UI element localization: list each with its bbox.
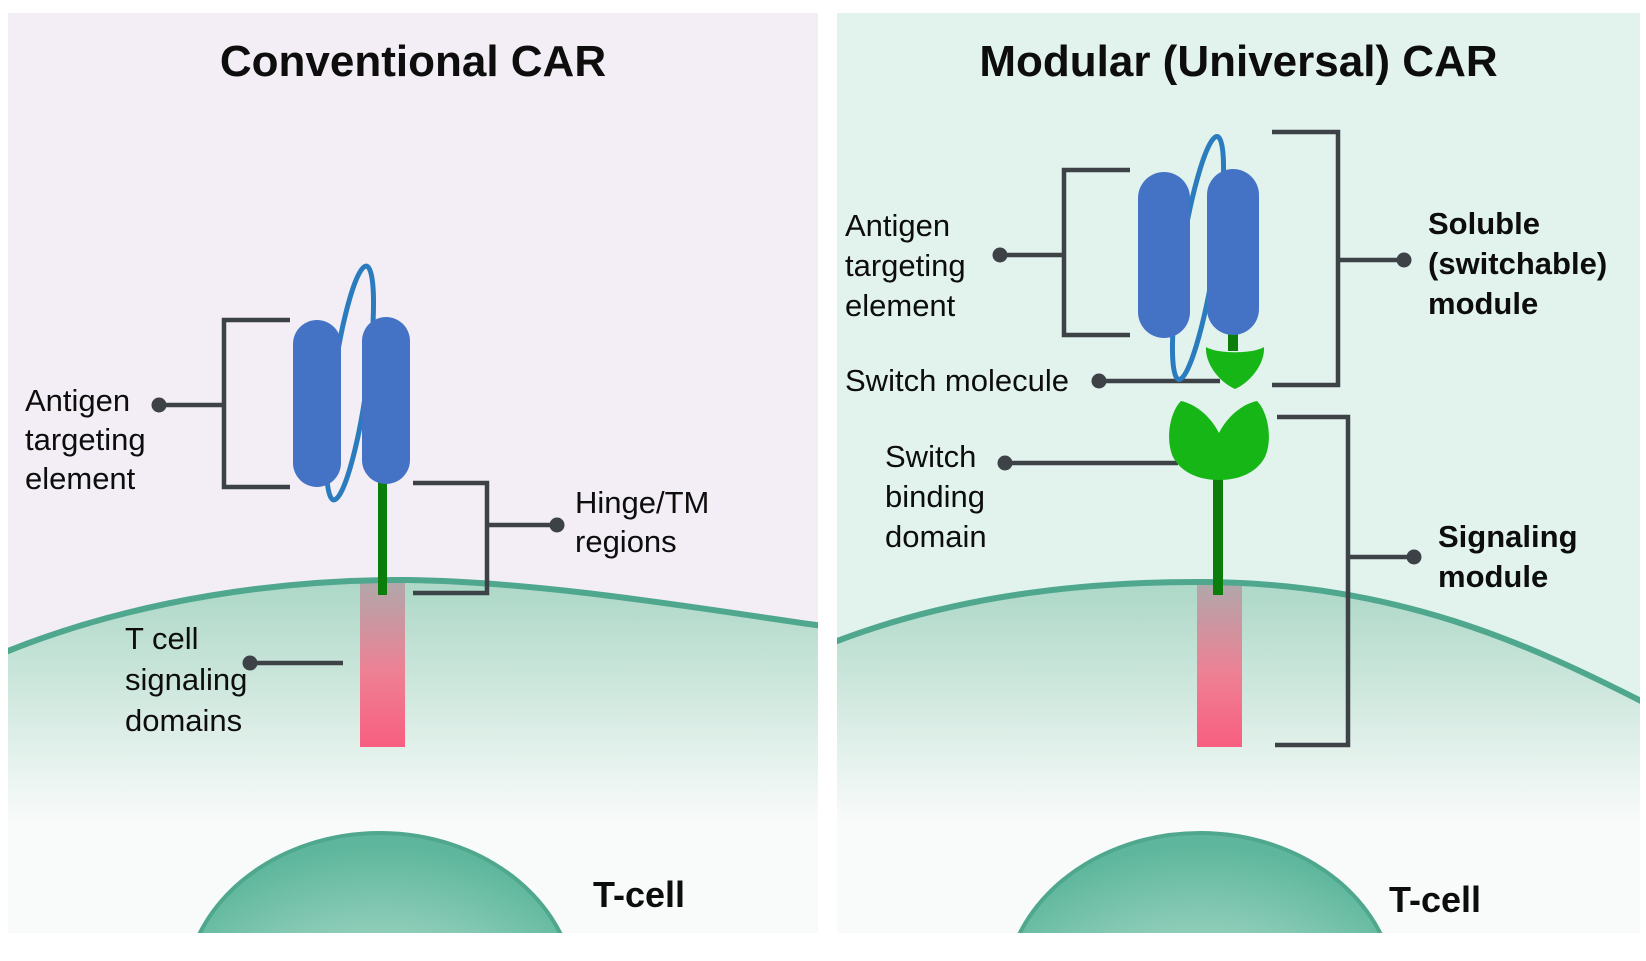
- switch-stub: [1228, 331, 1238, 351]
- signaling-module-label: Signaling module: [1438, 519, 1578, 594]
- modular-car-panel: Modular (Universal) CAR Antigen targetin…: [837, 13, 1640, 933]
- switch-molecule-leader: [1091, 373, 1220, 389]
- modular-car-diagram: [837, 13, 1640, 933]
- t-cell-label-right: T-cell: [1388, 879, 1482, 920]
- antigen-domain-left: [1138, 172, 1190, 338]
- right-panel-title: Modular (Universal) CAR: [979, 37, 1498, 86]
- leader-dot: [549, 517, 565, 533]
- leader-dot: [997, 455, 1013, 471]
- antigen-targeting-label: Antigen targeting element: [25, 383, 146, 496]
- t-cell-signaling-leader: [242, 655, 343, 671]
- antigen-targeting-bracket: [151, 317, 290, 490]
- t-cell-signaling-label: T cell signaling domains: [125, 621, 248, 738]
- hinge-tm-label: Hinge/TM regions: [575, 485, 710, 559]
- conventional-car-panel: Conventional CAR Antigen targeting eleme…: [8, 13, 818, 933]
- leader-dot: [1396, 252, 1412, 268]
- antigen-domain-left: [293, 320, 341, 487]
- switch-binding-label: Switch binding domain: [885, 439, 987, 554]
- t-cell-label-left: T-cell: [592, 874, 686, 915]
- hinge-tm-bracket: [413, 480, 565, 596]
- antigen-targeting-label: Antigen targeting element: [845, 208, 966, 323]
- signaling-stem: [1213, 473, 1223, 595]
- cell-membrane-line: [837, 578, 1640, 704]
- switch-binding-cup: [1169, 401, 1269, 480]
- signaling-domain-bar: [1197, 585, 1242, 747]
- signaling-module-bracket: [1275, 414, 1422, 748]
- antigen-domain-right: [1207, 169, 1259, 335]
- antigen-targeting-bracket: [992, 167, 1130, 338]
- left-panel-title: Conventional CAR: [219, 37, 607, 86]
- switch-binding-leader: [997, 455, 1178, 471]
- switch-molecule-arrow: [1205, 347, 1265, 389]
- cell-membrane-line: [8, 576, 818, 655]
- hinge-tm-stem: [378, 460, 387, 595]
- signaling-domain-bar: [360, 583, 405, 747]
- leader-dot: [1091, 373, 1107, 389]
- leader-dot: [1406, 549, 1422, 565]
- leader-dot: [151, 397, 167, 413]
- switch-molecule-label: Switch molecule: [845, 363, 1069, 398]
- conventional-car-diagram: [8, 13, 818, 933]
- antigen-domain-right: [362, 317, 410, 484]
- cell-membrane-fill: [8, 579, 818, 933]
- soluble-module-label: Soluble (switchable) module: [1428, 206, 1608, 321]
- leader-dot: [992, 247, 1008, 263]
- cell-membrane-fill: [837, 581, 1640, 933]
- nucleus-dome: [197, 831, 563, 933]
- soluble-module-bracket: [1272, 129, 1412, 388]
- leader-dot: [242, 655, 258, 671]
- nucleus-dome: [1017, 831, 1383, 933]
